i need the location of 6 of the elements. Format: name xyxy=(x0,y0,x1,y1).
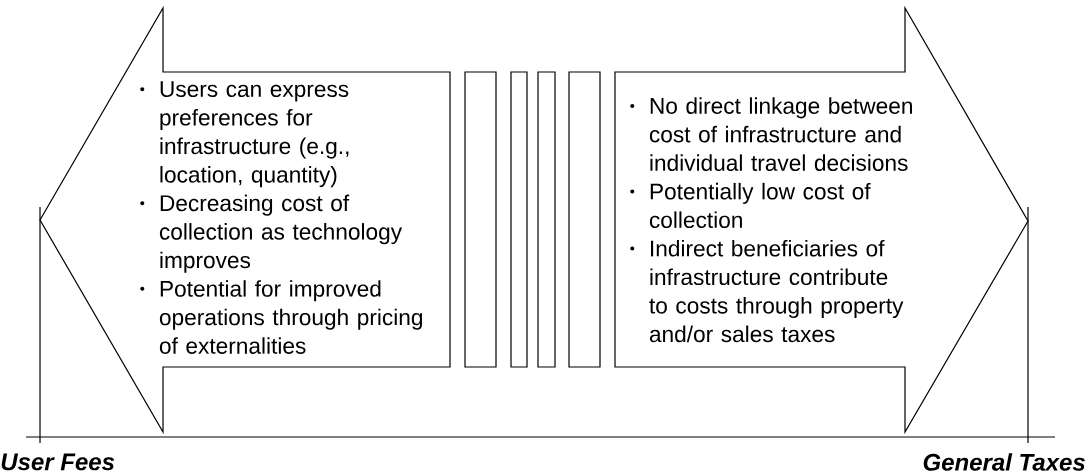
vertical-bar xyxy=(537,71,556,368)
vertical-bar xyxy=(510,71,528,368)
vertical-bar xyxy=(568,71,601,368)
vertical-bar xyxy=(464,71,497,368)
scale-end-label: User Fees xyxy=(1,453,115,471)
scale-end-label: General Taxes xyxy=(923,453,1085,471)
